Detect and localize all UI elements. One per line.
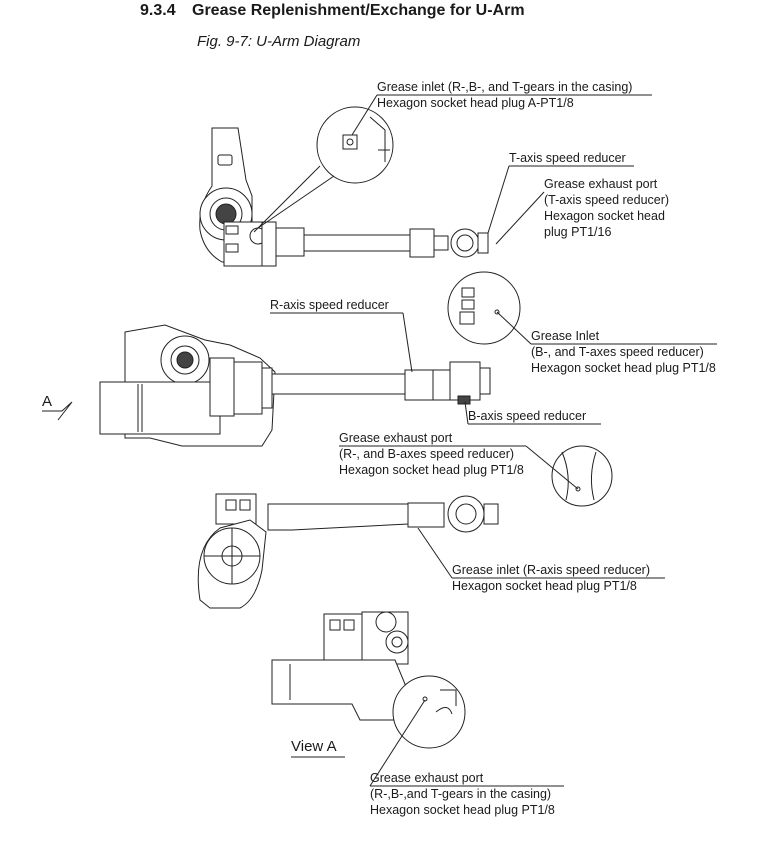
label-grease-exhaust-t: Grease exhaust port (T-axis speed reduce…: [544, 177, 670, 239]
detail-circle-casing-exhaust: [392, 675, 466, 749]
top-view-drawing: [199, 127, 489, 267]
section-title: Grease Replenishment/Exchange for U-Arm: [192, 2, 525, 19]
label-grease-inlet-casing: Grease inlet (R-,B-, and T-gears in the …: [377, 80, 633, 110]
label-grease-inlet-r: Grease inlet (R-axis speed reducer) Hexa…: [452, 563, 650, 593]
detail-circle-rb-exhaust: [551, 445, 613, 507]
label-t-axis-reducer: T-axis speed reducer: [509, 151, 626, 165]
label-grease-exhaust-rb: Grease exhaust port (R-, and B-axes spee…: [339, 431, 524, 477]
detail-circle-casing-inlet: [253, 106, 394, 233]
figure-caption: Fig. 9-7: U-Arm Diagram: [197, 33, 361, 50]
leader-lines: [270, 94, 717, 787]
label-r-axis-reducer: R-axis speed reducer: [270, 298, 389, 312]
lower-view-drawing: [197, 493, 499, 609]
side-view-drawing: [42, 324, 491, 447]
label-grease-exhaust-casing: Grease exhaust port (R-,B-,and T-gears i…: [370, 771, 555, 817]
view-a-marker: A: [42, 393, 53, 410]
view-a-drawing: [271, 611, 411, 721]
section-heading: 9.3.4 Grease Replenishment/Exchange for U…: [140, 2, 525, 20]
detail-circle-bt-inlet: [447, 271, 521, 345]
view-a-title: View A: [291, 738, 337, 755]
label-grease-inlet-bt: Grease Inlet (B-, and T-axes speed reduc…: [531, 329, 716, 375]
label-b-axis-reducer: B-axis speed reducer: [468, 409, 587, 423]
section-number: 9.3.4: [140, 2, 176, 19]
